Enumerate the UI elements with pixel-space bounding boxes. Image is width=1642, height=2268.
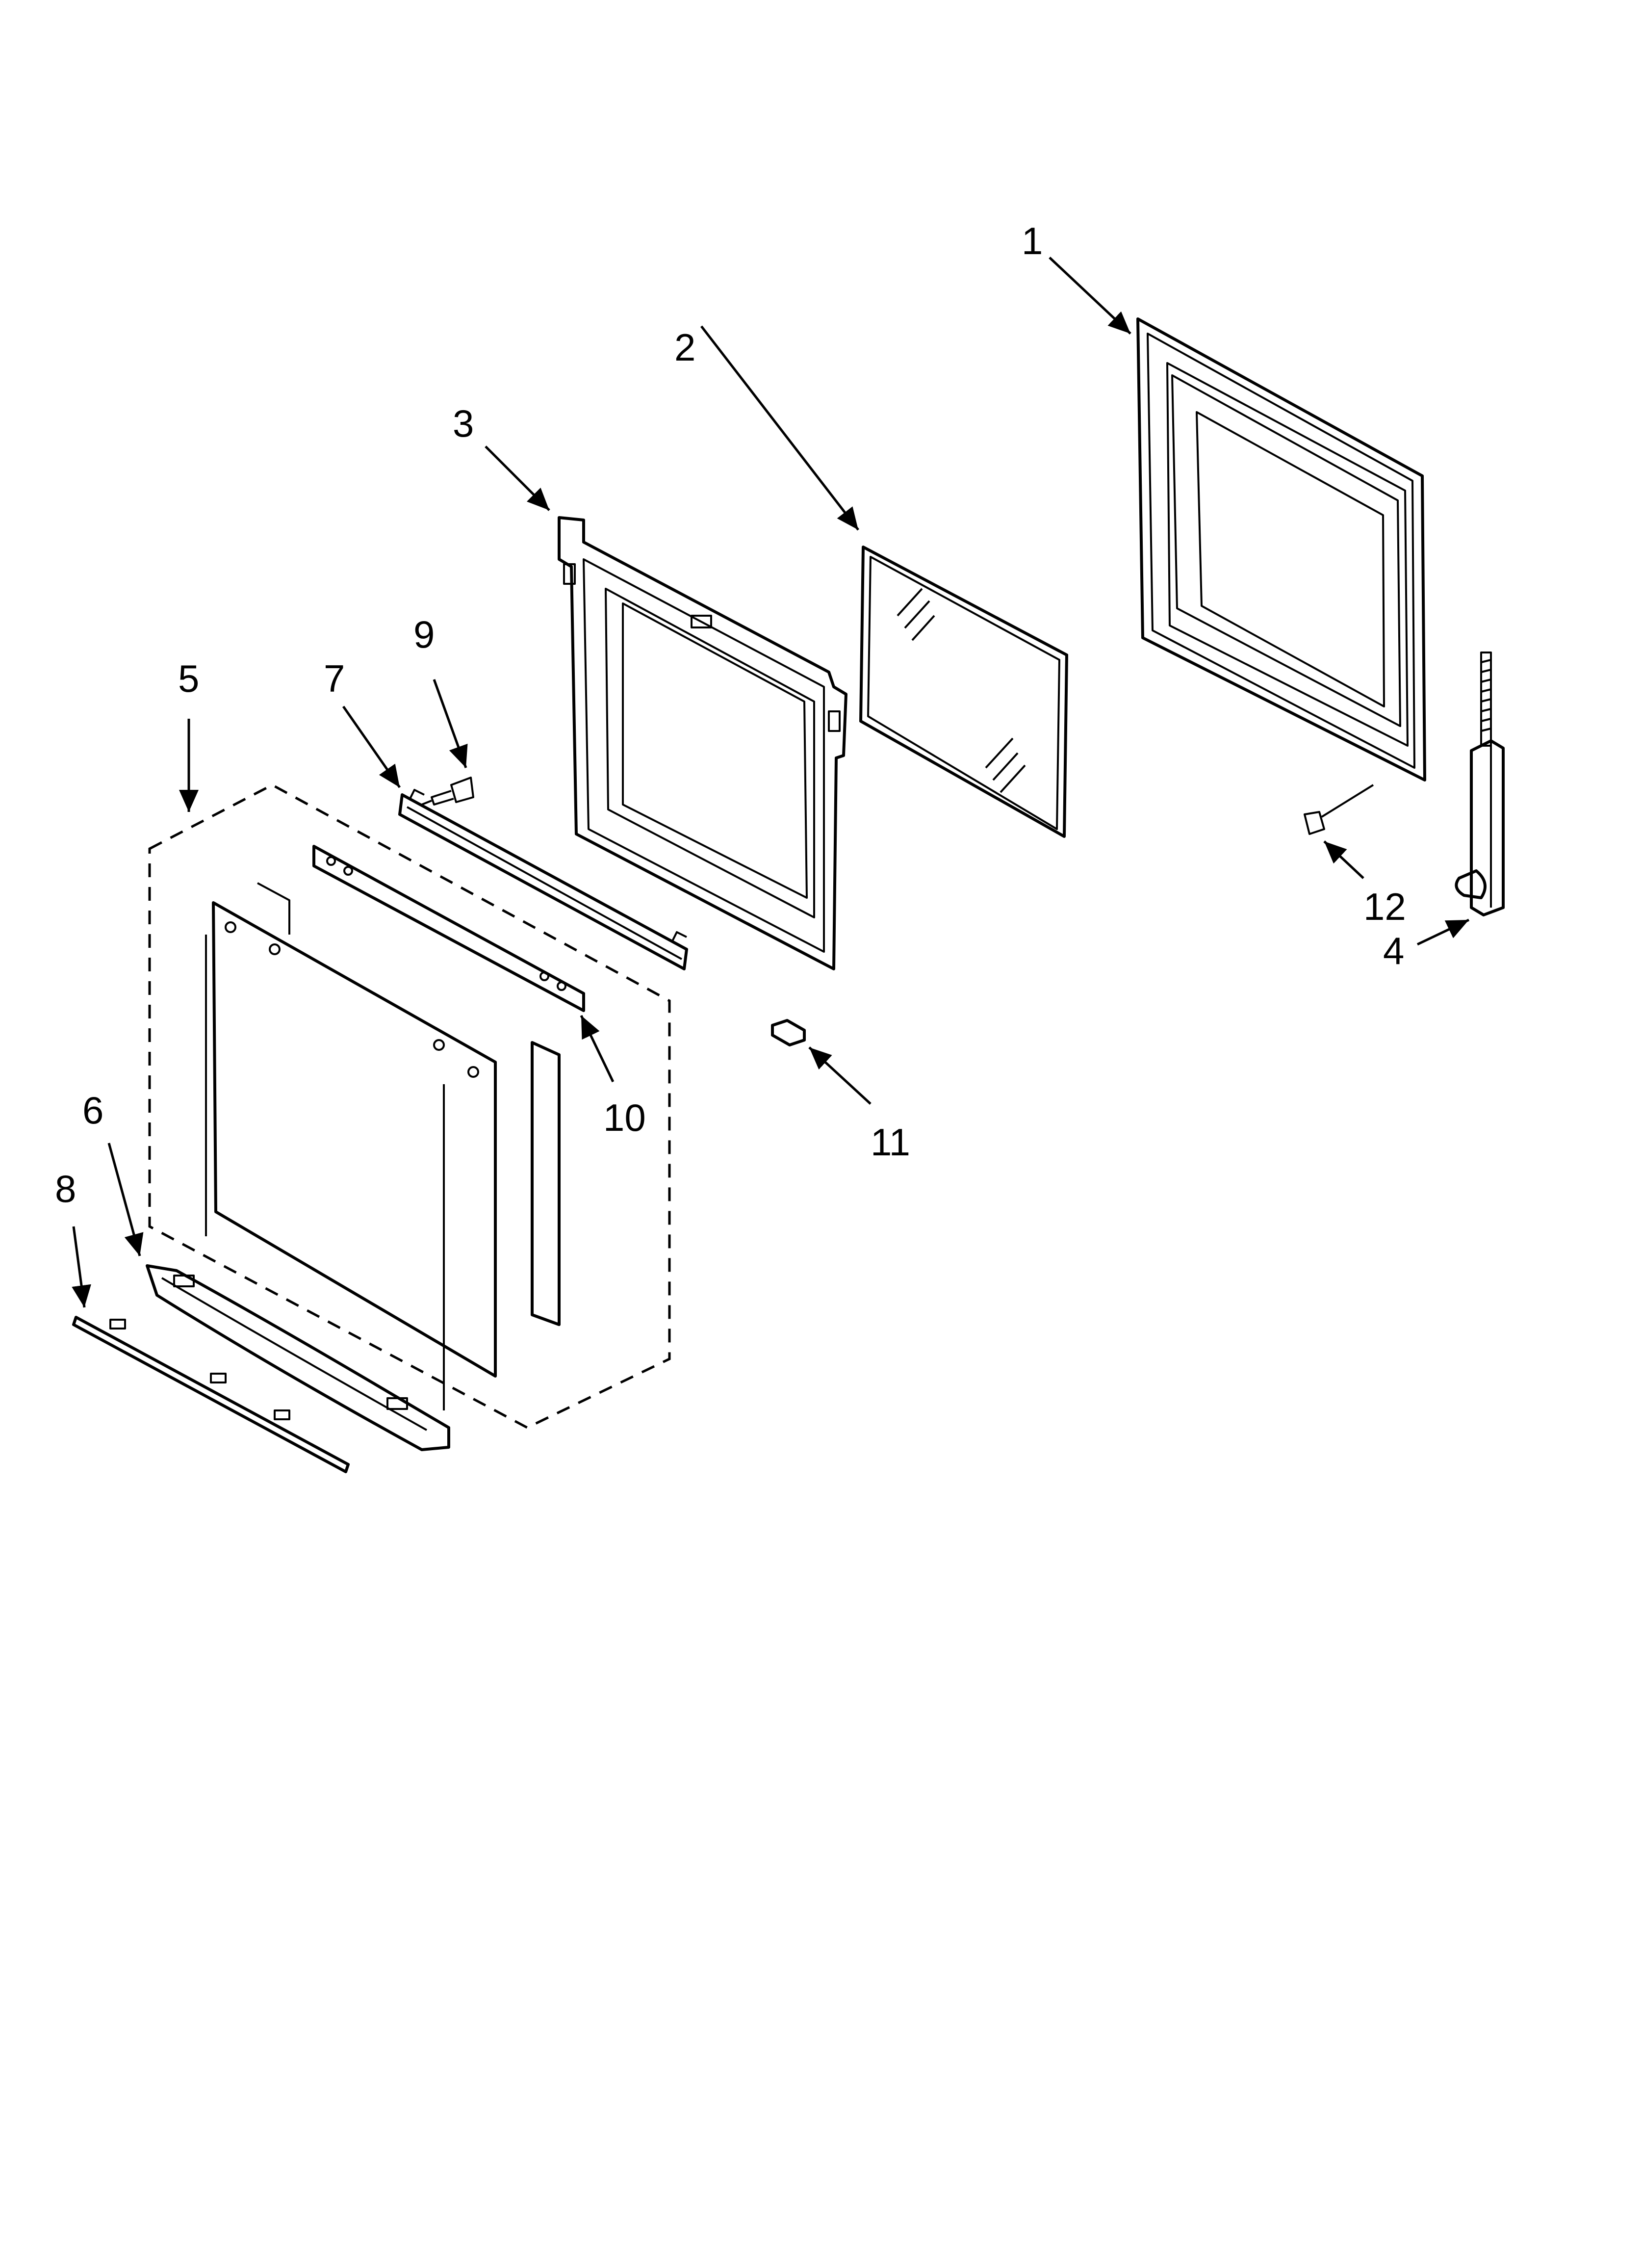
- leader-7: [342, 705, 401, 788]
- callout-11: 11: [871, 1121, 910, 1164]
- callout-7: 7: [324, 657, 345, 700]
- callout-8: 8: [55, 1167, 76, 1210]
- leader-6: [107, 1143, 144, 1256]
- leader-2: [700, 325, 859, 531]
- callout-9: 9: [413, 613, 435, 656]
- leader-10: [580, 1015, 615, 1083]
- rear-panel-strip: [205, 882, 445, 1410]
- callout-3: 3: [453, 402, 474, 445]
- leader-12: [1323, 840, 1364, 879]
- callout-1: 1: [1022, 219, 1043, 262]
- part-8-handle-bracket: [72, 1316, 350, 1473]
- callout-2: 2: [674, 326, 695, 369]
- callout-5: 5: [178, 657, 199, 700]
- callout-12: 12: [1363, 885, 1406, 928]
- callout-10: 10: [603, 1096, 646, 1139]
- part-10-spacer-strip: [312, 845, 585, 1012]
- leader-9: [433, 679, 468, 768]
- part-7-top-trim: [398, 789, 688, 970]
- leader-lines: [72, 257, 1470, 1308]
- callout-6: 6: [82, 1089, 103, 1132]
- leader-3: [485, 445, 550, 511]
- front-glass-panel: [212, 901, 497, 1378]
- part-1-outer-door-panel: [1136, 317, 1426, 782]
- part-2-glass-panel: [859, 546, 1068, 838]
- part-11-clip: [771, 1019, 806, 1046]
- side-spacer-strip: [531, 1041, 561, 1326]
- leader-8: [72, 1226, 91, 1308]
- leader-4: [1416, 918, 1470, 946]
- callout-4: 4: [1383, 929, 1404, 972]
- part-9-screw: [421, 777, 474, 806]
- part-12-hinge-screw: [1304, 784, 1374, 835]
- leader-1: [1049, 257, 1131, 335]
- part-4-hinge: [1455, 652, 1505, 916]
- part-5-outer-glass-assembly: [148, 783, 671, 1429]
- part-6-door-handle: [146, 1264, 450, 1451]
- leader-11: [808, 1046, 872, 1105]
- callout-labels: 1 2 3 4 5 6 7 8 9 10 11 12: [55, 219, 1406, 1210]
- part-3-inner-door-frame: [558, 516, 847, 970]
